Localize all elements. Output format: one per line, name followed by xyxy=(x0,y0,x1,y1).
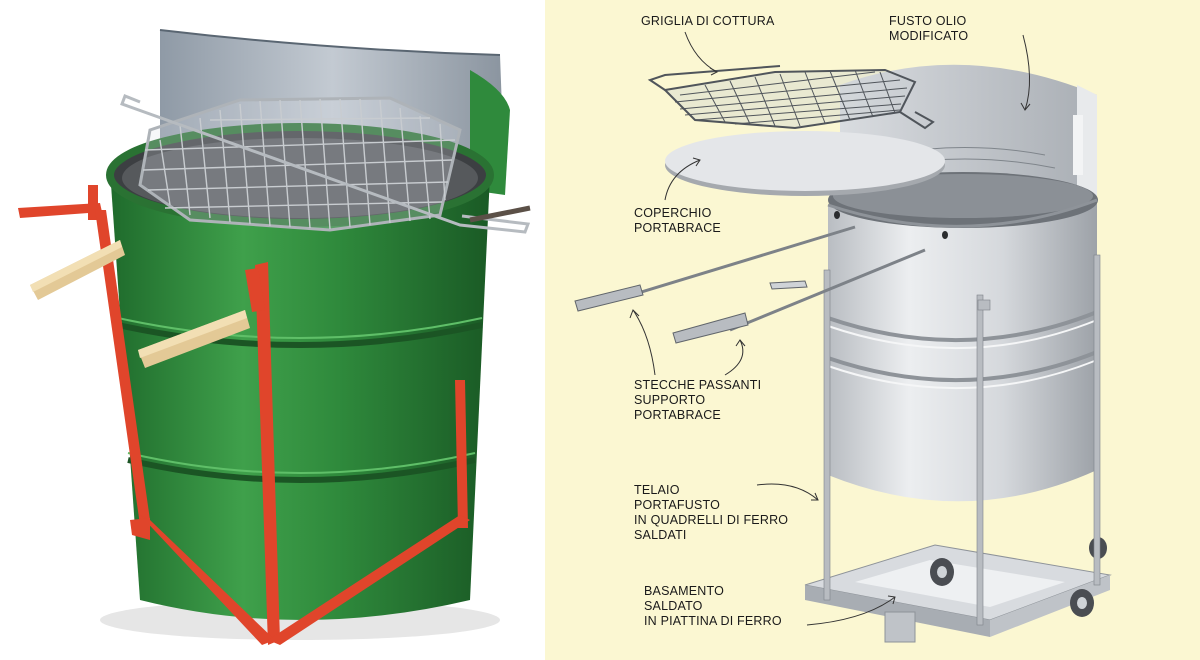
welded-base xyxy=(804,544,1112,643)
caster-wheels xyxy=(930,537,1107,617)
label-coal-holder-cover: COPERCHIO PORTABRACE xyxy=(634,206,721,235)
barrel-rib-upper xyxy=(117,322,483,348)
modified-oil-drum xyxy=(827,64,1098,502)
label-modified-oil-drum: FUSTO OLIO MODIFICATO xyxy=(889,14,969,43)
coal-holder-cover xyxy=(665,131,945,196)
wooden-handles xyxy=(30,240,250,368)
arrow-drum xyxy=(1022,34,1031,111)
arrow-rods-1 xyxy=(632,309,656,376)
arrow-rods-2 xyxy=(724,339,744,376)
grill-handle xyxy=(120,94,531,234)
label-welded-base: BASAMENTO SALDATO IN PIATTINA DI FERRO xyxy=(644,584,782,628)
barrel-rib-lower xyxy=(127,457,476,483)
barrel-grill-illustration xyxy=(18,29,531,645)
label-support-frame: TELAIO PORTAFUSTO IN QUADRELLI DI FERRO … xyxy=(634,483,789,542)
drum-support-frame xyxy=(823,254,1101,626)
exploded-diagram: GRIGLIA DI COTTURA FUSTO OLIO MODIFICATO… xyxy=(545,0,1200,660)
cooking-grill xyxy=(138,96,462,232)
cooking-grill-diagram xyxy=(647,65,935,130)
barrel-body xyxy=(110,146,490,620)
red-frame xyxy=(18,185,470,645)
leader-arrows xyxy=(629,31,1031,626)
coal-support-rods xyxy=(574,225,926,344)
label-support-rods: STECCHE PASSANTI SUPPORTO PORTABRACE xyxy=(634,378,762,422)
arrow-base xyxy=(806,596,896,626)
barrel-grill-photo xyxy=(0,0,545,660)
arrow-frame xyxy=(756,483,819,501)
label-cooking-grill: GRIGLIA DI COTTURA xyxy=(641,14,775,28)
diagram-illustration xyxy=(574,31,1112,643)
arrow-cover xyxy=(664,159,701,201)
arrow-grill xyxy=(684,31,718,73)
